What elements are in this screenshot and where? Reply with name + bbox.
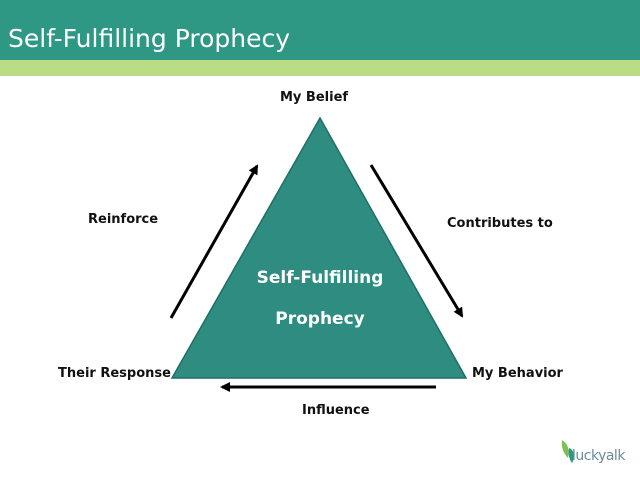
triangle-label-line1: Self-Fulfilling (256, 268, 384, 288)
triangle-label-line2: Prophecy (275, 309, 365, 329)
edge-label-reinforce: Reinforce (88, 212, 159, 227)
luckyalk-logo: luckyalk (558, 436, 638, 472)
slide-title: Self-Fulfilling Prophecy (8, 24, 290, 53)
edge-label-influence: Influence (302, 403, 370, 418)
header-accent-stripe (0, 60, 640, 76)
logo-text: luckyalk (572, 448, 625, 464)
leaf-icon (561, 440, 575, 463)
arrow-reinforce (169, 164, 259, 319)
node-my-behavior: My Behavior (472, 366, 563, 381)
slide-header: Self-Fulfilling Prophecy (0, 0, 640, 60)
edge-label-contributes-to: Contributes to (447, 216, 553, 231)
arrow-contributes-to (369, 164, 464, 318)
node-their-response: Their Response (58, 366, 171, 381)
node-my-belief: My Belief (280, 90, 349, 105)
prophecy-triangle (170, 116, 468, 379)
